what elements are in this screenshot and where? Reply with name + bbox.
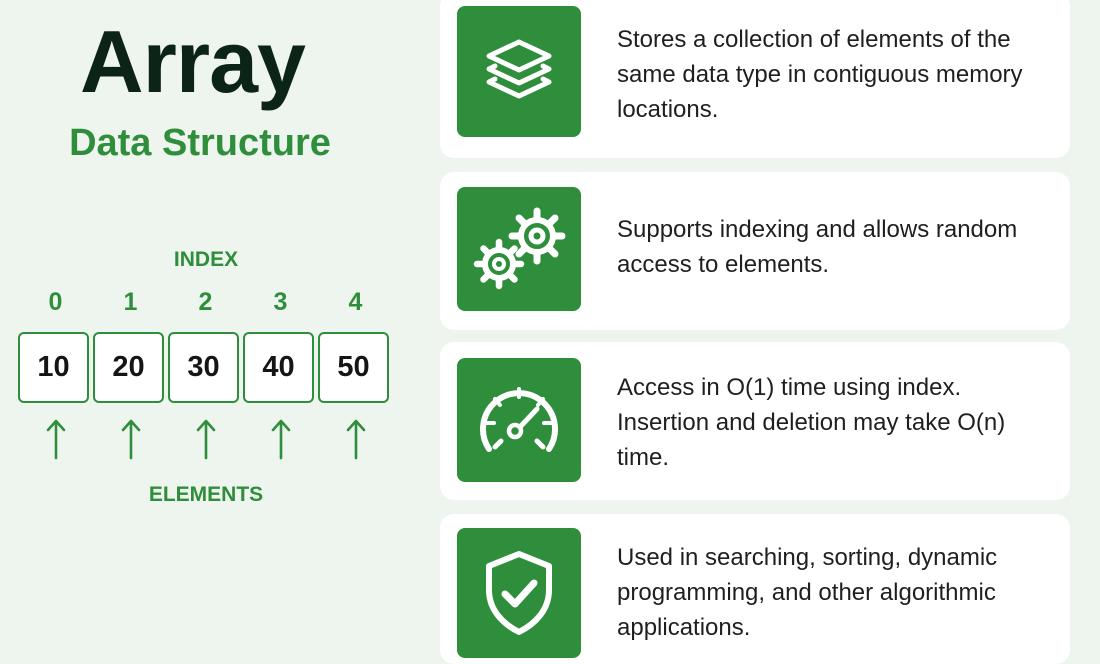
array-cell: 40 [243, 332, 314, 403]
elements-label: ELEMENTS [148, 483, 264, 506]
feature-text: Access in O(1) time using index. Inserti… [617, 374, 1006, 471]
index-number: 0 [48, 288, 63, 316]
index-label: INDEX [173, 248, 239, 271]
index-number: 1 [123, 288, 138, 316]
speedometer-icon [457, 358, 581, 482]
feature-text: Stores a collection of elements of the s… [617, 26, 1023, 123]
index-row: 0 1 2 3 4 [18, 288, 393, 317]
feature-text: Supports indexing and allows random acce… [617, 216, 1018, 278]
up-arrow-icon [243, 418, 318, 462]
shield-check-icon [457, 528, 581, 658]
arrow-row [18, 418, 393, 462]
index-number: 2 [198, 288, 213, 316]
stacked-layers-icon [457, 6, 581, 137]
index-number: 4 [348, 288, 363, 316]
up-arrow-icon [318, 418, 393, 462]
feature-card: Used in searching, sorting, dynamic prog… [440, 514, 1070, 664]
title: Array [80, 12, 306, 111]
feature-card: Access in O(1) time using index. Inserti… [440, 342, 1070, 500]
feature-card: Supports indexing and allows random acce… [440, 172, 1070, 330]
up-arrow-icon [168, 418, 243, 462]
up-arrow-icon [18, 418, 93, 462]
subtitle: Data Structure [69, 122, 331, 164]
index-number: 3 [273, 288, 288, 316]
array-cells: 10 20 30 40 50 [18, 332, 393, 403]
array-cell: 30 [168, 332, 239, 403]
up-arrow-icon [93, 418, 168, 462]
gears-icon [457, 187, 581, 311]
feature-text: Used in searching, sorting, dynamic prog… [617, 544, 998, 641]
array-cell: 50 [318, 332, 389, 403]
array-cell: 20 [93, 332, 164, 403]
feature-card: Stores a collection of elements of the s… [440, 0, 1070, 158]
array-cell: 10 [18, 332, 89, 403]
